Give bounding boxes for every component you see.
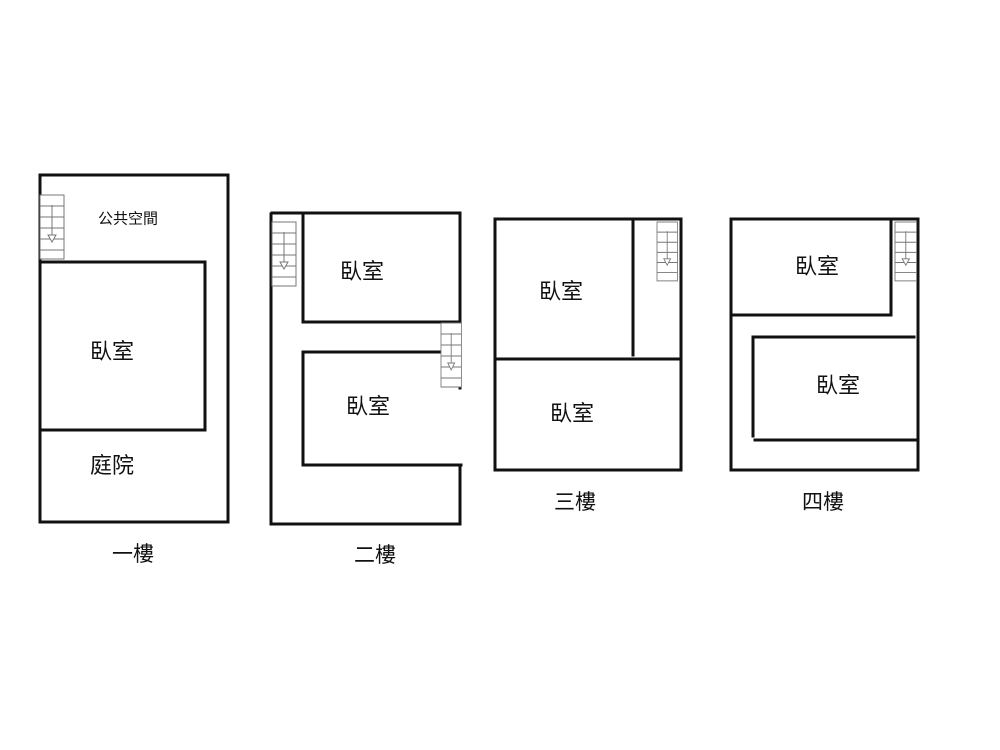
room-label-bedroom: 臥室 xyxy=(550,402,594,427)
room-label-public-space: 公共空間 xyxy=(98,210,158,228)
stairs-icon xyxy=(39,194,65,260)
room-label-bedroom: 臥室 xyxy=(795,255,839,280)
room-label-bedroom: 臥室 xyxy=(539,280,583,305)
floor-2: 臥室 臥室 二樓 xyxy=(269,211,463,567)
floor-1-bedroom-wall xyxy=(38,260,207,432)
floor-3-outline xyxy=(493,217,683,472)
stairs-icon xyxy=(656,221,678,282)
room-label-bedroom: 臥室 xyxy=(816,374,860,399)
floor-caption: 三樓 xyxy=(554,490,596,514)
stairs-icon xyxy=(271,221,297,287)
floor-1: 公共空間 臥室 庭院 一樓 xyxy=(38,173,230,566)
floor-4: 臥室 臥室 四樓 xyxy=(729,217,920,514)
floor-4-bedroom-2-wall xyxy=(751,335,916,438)
room-label-bedroom: 臥室 xyxy=(90,340,134,365)
floor-caption: 四樓 xyxy=(802,490,844,514)
stairs-icon xyxy=(440,322,462,388)
floor-3: 臥室 臥室 三樓 xyxy=(493,217,683,514)
floor-caption: 一樓 xyxy=(112,542,154,566)
room-label-courtyard: 庭院 xyxy=(90,454,134,479)
floor-2-bedroom-1-wall xyxy=(301,212,462,324)
stairs-icon xyxy=(894,221,918,282)
room-label-bedroom: 臥室 xyxy=(346,395,390,420)
floor-4-bedroom-1-wall xyxy=(729,217,893,317)
room-label-bedroom: 臥室 xyxy=(340,260,384,285)
floor-4-outline xyxy=(729,217,920,472)
floor-2-bedroom-2-wall xyxy=(301,350,463,467)
floor-caption: 二樓 xyxy=(354,543,396,567)
